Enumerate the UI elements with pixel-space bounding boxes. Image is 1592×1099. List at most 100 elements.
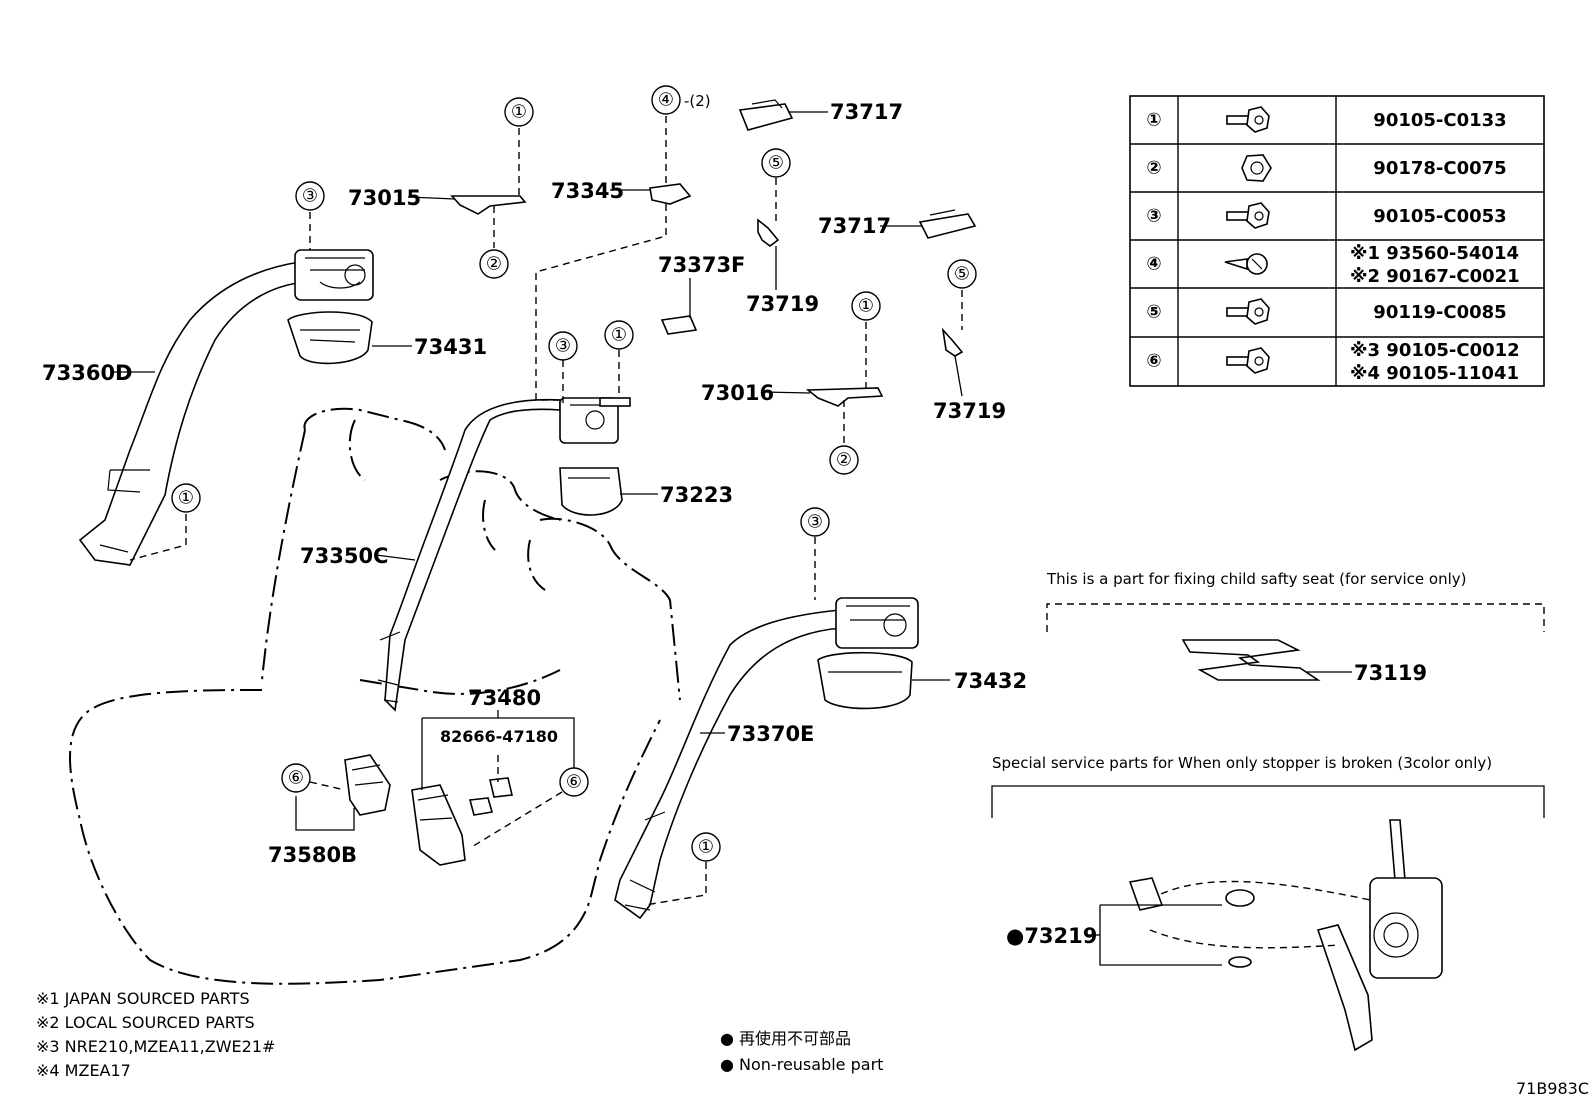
child-seat-part-section	[1046, 603, 1545, 681]
screw-icon	[1224, 253, 1268, 275]
callout-6: ⑥	[559, 767, 589, 797]
callout-2: ②	[479, 249, 509, 279]
table-part-6a: ※3 90105-C0012	[1350, 340, 1520, 361]
label-73016: 73016	[701, 381, 774, 405]
bolt-icon	[1226, 298, 1270, 325]
svg-text:④: ④	[658, 90, 674, 111]
callout-5: ⑤	[761, 148, 791, 178]
table-part-4a: ※1 93560-54014	[1350, 243, 1519, 264]
footnote-4: ※4 MZEA17	[36, 1061, 131, 1080]
legend-japanese: ● 再使用不可部品	[720, 1029, 851, 1048]
table-key-3: ③	[1146, 206, 1161, 227]
svg-text:①: ①	[178, 488, 194, 509]
callout-1: ①	[604, 320, 634, 350]
center-seat-belt-assembly	[377, 397, 631, 712]
bolt-icon	[1226, 106, 1270, 133]
table-part-6b: ※4 90105-11041	[1350, 363, 1519, 384]
table-part-5: 90119-C0085	[1373, 302, 1506, 323]
label-73370E: 73370E	[727, 722, 814, 746]
label-73015: 73015	[348, 186, 421, 210]
label-73350C: 73350C	[300, 544, 388, 568]
bracket-73719-right	[941, 327, 964, 357]
callout-4: ④	[651, 85, 681, 115]
anchor-bracket-73015	[450, 195, 527, 215]
label-73580B: 73580B	[268, 843, 357, 867]
callout-1: ①	[171, 483, 201, 513]
callout-3: ③	[548, 331, 578, 361]
label-73345: 73345	[551, 179, 624, 203]
drawing-code: 71B983C	[1516, 1079, 1589, 1098]
rear-seat-outline	[69, 407, 681, 985]
bolt-icon	[1226, 347, 1270, 374]
callout-4-quantity: -(2)	[684, 92, 711, 110]
svg-text:①: ①	[858, 296, 874, 317]
table-part-2: 90178-C0075	[1373, 158, 1506, 179]
label-73719-left: 73719	[746, 292, 819, 316]
label-73373F: 73373F	[658, 253, 745, 277]
footnote-1: ※1 JAPAN SOURCED PARTS	[36, 989, 250, 1008]
right-seat-belt-assembly	[614, 597, 919, 920]
table-part-4b: ※2 90167-C0021	[1350, 266, 1520, 287]
caption-child-seat: This is a part for fixing child safty se…	[1046, 570, 1466, 588]
label-73717-top: 73717	[830, 100, 903, 124]
bracket-73345	[649, 183, 692, 205]
svg-text:③: ③	[555, 336, 571, 357]
callout-1: ①	[851, 291, 881, 321]
svg-text:⑤: ⑤	[954, 264, 970, 285]
caption-special-service: Special service parts for When only stop…	[992, 754, 1492, 772]
callout-3: ③	[295, 181, 325, 211]
callout-3: ③	[800, 507, 830, 537]
label-82666-47180: 82666-47180	[440, 727, 558, 746]
part-labels: 73015 73345 73717 73717 73373F 73719 737…	[42, 100, 1427, 948]
footnotes: ※1 JAPAN SOURCED PARTS ※2 LOCAL SOURCED …	[36, 989, 275, 1080]
svg-text:①: ①	[611, 325, 627, 346]
label-73719-right: 73719	[933, 399, 1006, 423]
svg-text:③: ③	[807, 512, 823, 533]
label-73119: 73119	[1354, 661, 1427, 685]
table-part-3: 90105-C0053	[1373, 206, 1506, 227]
nut-icon	[1241, 154, 1272, 182]
callout-6: ⑥	[281, 763, 311, 793]
table-key-2: ②	[1146, 158, 1161, 179]
svg-text:①: ①	[698, 837, 714, 858]
bolt-table: ① ② ③ ④ ⑤ ⑥ 90105-C0133 90178-C0075 9010…	[1129, 95, 1545, 387]
legend: ● 再使用不可部品 ● Non-reusable part	[720, 1029, 883, 1074]
svg-text:⑥: ⑥	[566, 772, 582, 793]
svg-text:②: ②	[486, 254, 502, 275]
bolt-icon	[1226, 202, 1270, 229]
footnote-3: ※3 NRE210,MZEA11,ZWE21#	[36, 1037, 275, 1056]
callout-5: ⑤	[947, 259, 977, 289]
bracket-73719-left	[757, 218, 780, 247]
table-part-1: 90105-C0133	[1373, 110, 1506, 131]
leader-lines	[112, 111, 1352, 966]
buckle-73480	[411, 777, 513, 866]
legend-english: ● Non-reusable part	[720, 1055, 883, 1074]
label-73223: 73223	[660, 483, 733, 507]
svg-text:⑥: ⑥	[288, 768, 304, 789]
footnote-2: ※2 LOCAL SOURCED PARTS	[36, 1013, 255, 1032]
table-key-1: ①	[1146, 110, 1161, 131]
special-service-section	[991, 785, 1545, 1052]
label-73717-mid: 73717	[818, 214, 891, 238]
callout-1: ①	[504, 97, 534, 127]
clip-73373F	[660, 315, 698, 335]
table-key-6: ⑥	[1146, 351, 1161, 372]
svg-text:⑤: ⑤	[768, 153, 784, 174]
buckle-73580B	[344, 754, 391, 816]
svg-text:②: ②	[836, 450, 852, 471]
label-73219: ●73219	[1006, 924, 1097, 948]
callout-circles: ① ② ③ ④ -(2) ⑤ ⑤ ① ② ③ ① ① ③ ① ⑥ ⑥	[171, 85, 977, 862]
svg-text:①: ①	[511, 102, 527, 123]
table-key-4: ④	[1146, 254, 1161, 275]
label-73480: 73480	[468, 686, 541, 710]
label-73360D: 73360D	[42, 361, 133, 385]
anchor-bracket-73016	[805, 387, 884, 407]
bracket-73717-mid	[918, 209, 977, 239]
svg-text:③: ③	[302, 186, 318, 207]
bracket-73717-top	[738, 99, 794, 131]
callout-1: ①	[691, 832, 721, 862]
label-73431: 73431	[414, 335, 487, 359]
left-seat-belt-assembly	[78, 249, 374, 566]
table-key-5: ⑤	[1146, 302, 1161, 323]
